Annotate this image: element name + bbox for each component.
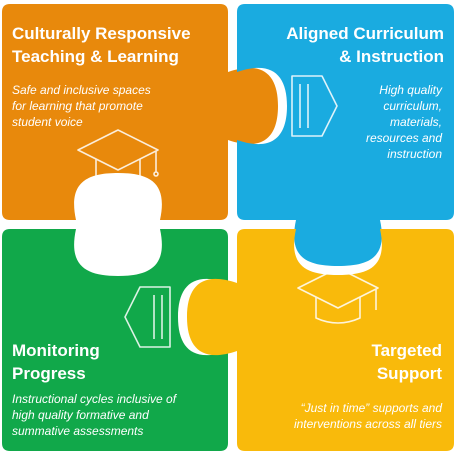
bottom-left-desc-line1: Instructional cycles inclusive of (12, 392, 177, 406)
bottom-left-title: Monitoring Progress (12, 339, 172, 385)
top-left-desc-line3: student voice (12, 115, 83, 129)
bottom-right-desc-line1: “Just in time” supports and (300, 401, 442, 415)
bottom-left-title-line1: Monitoring (12, 341, 100, 360)
graduation-cap-icon (124, 286, 171, 348)
bottom-left-title-line2: Progress (12, 364, 86, 383)
graduation-cap-icon (77, 129, 159, 184)
top-right-title-line2: & Instruction (339, 47, 444, 66)
bottom-right-description: “Just in time” supports and intervention… (244, 400, 442, 432)
piece-top-left (2, 4, 278, 220)
top-right-desc-line4: resources and (365, 131, 442, 145)
top-left-title-line2: Teaching & Learning (12, 47, 179, 66)
top-right-title: Aligned Curriculum & Instruction (240, 22, 444, 68)
top-left-description: Safe and inclusive spaces for learning t… (12, 82, 212, 130)
bottom-right-title-line2: Support (376, 364, 442, 383)
top-right-description: High quality curriculum, materials, reso… (330, 82, 442, 162)
top-right-desc-line5: instruction (387, 147, 442, 161)
top-right-desc-line3: materials, (389, 115, 442, 129)
top-left-title-line1: Culturally Responsive (12, 24, 191, 43)
bottom-right-title-line1: Targeted (371, 341, 442, 360)
top-right-desc-line2: curriculum, (383, 99, 442, 113)
top-left-desc-line2: for learning that promote (12, 99, 143, 113)
top-left-desc-line1: Safe and inclusive spaces (12, 83, 151, 97)
graduation-cap-icon (297, 267, 379, 324)
bottom-right-desc-line2: interventions across all tiers (293, 417, 442, 431)
bottom-left-desc-line2: high quality formative and (12, 408, 149, 422)
graduation-cap-icon (291, 75, 338, 137)
top-left-title: Culturally Responsive Teaching & Learnin… (12, 22, 222, 68)
top-right-desc-line1: High quality (379, 83, 442, 97)
top-right-title-line1: Aligned Curriculum (286, 24, 444, 43)
bottom-right-title: Targeted Support (300, 339, 442, 385)
piece-top-right (237, 4, 454, 266)
piece-bottom-left (2, 229, 228, 451)
bottom-left-description: Instructional cycles inclusive of high q… (12, 391, 226, 439)
bottom-left-desc-line3: summative assessments (12, 424, 144, 438)
piece-bottom-right (187, 229, 454, 451)
